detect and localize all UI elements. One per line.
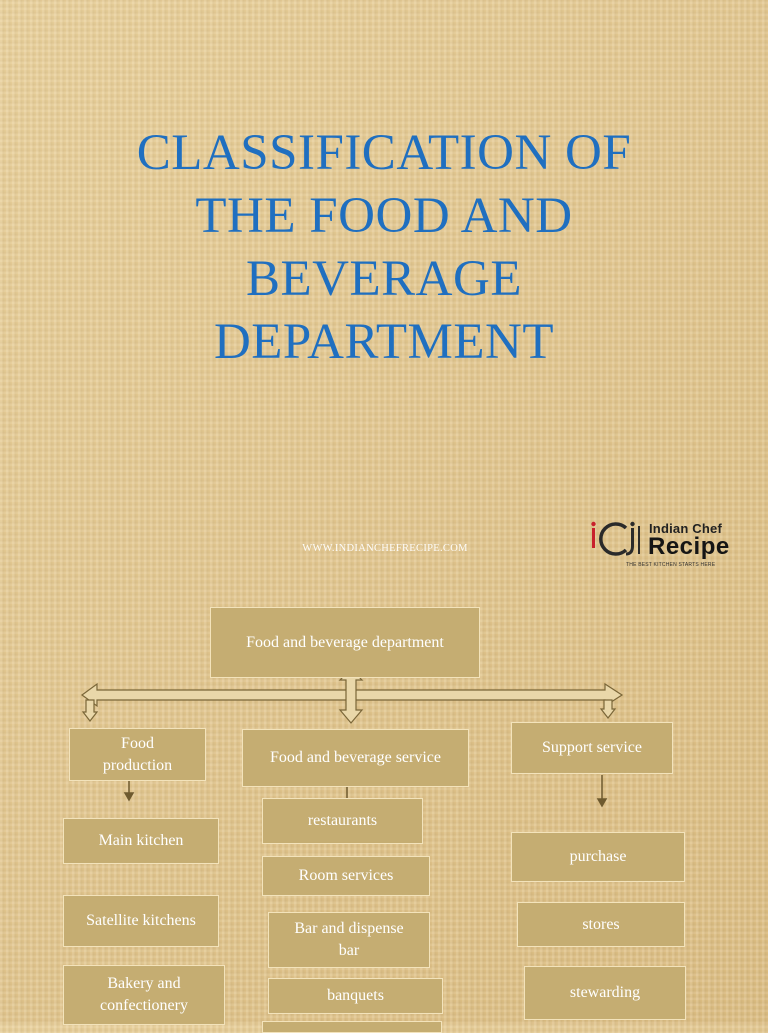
support-service-item-3: stewarding xyxy=(524,966,686,1020)
fb-service-item-1: restaurants xyxy=(262,798,423,844)
logo-text-line-1: Indian Chef xyxy=(649,521,722,536)
title-line-2: THE FOOD AND xyxy=(195,188,573,244)
support-service-item-2: stores xyxy=(517,902,685,947)
food-production-item-1: Main kitchen xyxy=(63,818,219,864)
support-service-arrowhead xyxy=(596,798,608,808)
website-url: WWW.INDIANCHEFRECIPE.COM xyxy=(302,543,468,554)
food-production-item-2: Satellite kitchens xyxy=(63,895,219,947)
food-production-arrowhead xyxy=(123,792,135,802)
fb-service-item-5 xyxy=(262,1021,442,1033)
logo-tagline: THE BEST KITCHEN STARTS HERE xyxy=(626,562,716,568)
chef-hat-icon xyxy=(591,521,640,556)
brand-logo: Indian Chef Recipe THE BEST KITCHEN STAR… xyxy=(586,518,758,572)
fb-service-item-4: banquets xyxy=(268,978,443,1014)
root-box: Food and beverage department xyxy=(210,607,480,678)
title-line-4: DEPARTMENT xyxy=(213,314,555,370)
food-production-box: Food production xyxy=(69,728,206,781)
title-line-1: CLASSIFICATION OF xyxy=(136,125,632,181)
fb-service-box: Food and beverage service xyxy=(242,729,469,787)
fb-service-item-3: Bar and dispense bar xyxy=(268,912,430,968)
left-drop-arrow xyxy=(81,699,99,722)
right-drop-arrow xyxy=(599,699,617,719)
support-service-item-1: purchase xyxy=(511,832,685,882)
food-production-item-3: Bakery and confectionery xyxy=(63,965,225,1025)
slide-title: CLASSIFICATION OF THE FOOD AND BEVERAGE … xyxy=(60,122,708,374)
fb-service-item-2: Room services xyxy=(262,856,430,896)
center-vertical-arrow xyxy=(338,668,364,724)
org-chart-slide: Food and beverage department Food produc… xyxy=(0,590,768,1033)
title-line-3: BEVERAGE xyxy=(246,251,522,307)
title-slide: CLASSIFICATION OF THE FOOD AND BEVERAGE … xyxy=(60,122,758,572)
support-service-box: Support service xyxy=(511,722,673,774)
chart-connectors xyxy=(80,668,624,808)
logo-text-line-2: Recipe xyxy=(648,533,730,560)
